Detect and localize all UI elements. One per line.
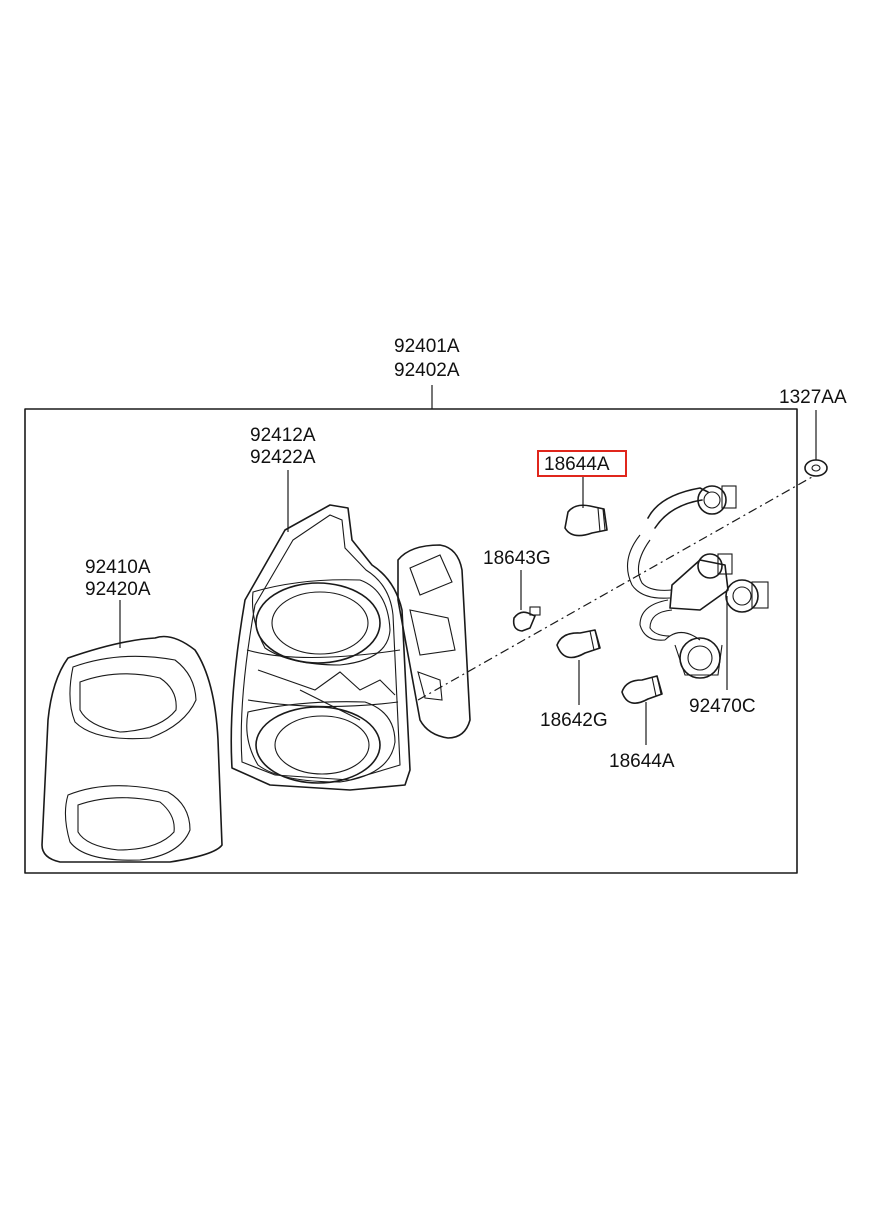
socket-harness[interactable] (626, 485, 769, 679)
assembly-axis (417, 476, 813, 701)
label-bulb-highlighted[interactable]: 18644A (544, 454, 610, 475)
bulb-18644a-top[interactable] (564, 504, 608, 537)
label-fastener[interactable]: 1327AA (779, 387, 847, 408)
label-bulb-lower[interactable]: 18644A (609, 751, 675, 772)
bulb-18643g[interactable] (512, 606, 541, 632)
label-housing-top[interactable]: 92412A (250, 425, 316, 446)
gasket-plate[interactable] (397, 544, 471, 739)
label-assembly-top[interactable]: 92401A (394, 336, 460, 357)
outer-lens[interactable] (41, 635, 223, 863)
highlight-box (537, 450, 627, 477)
bulb-18644a-bottom[interactable] (621, 675, 663, 704)
label-socket-harness[interactable]: 92470C (689, 696, 756, 717)
assembly-frame (24, 408, 798, 874)
fastener-1327aa[interactable] (804, 459, 828, 477)
label-lens-bottom[interactable]: 92420A (85, 579, 151, 600)
bulb-18642g[interactable] (556, 629, 601, 659)
label-housing-bottom[interactable]: 92422A (250, 447, 316, 468)
label-lens-top[interactable]: 92410A (85, 557, 151, 578)
lamp-housing[interactable] (230, 504, 411, 791)
label-assembly-bottom[interactable]: 92402A (394, 360, 460, 381)
label-bulb-mid[interactable]: 18642G (540, 710, 608, 731)
label-bulb-small[interactable]: 18643G (483, 548, 551, 569)
